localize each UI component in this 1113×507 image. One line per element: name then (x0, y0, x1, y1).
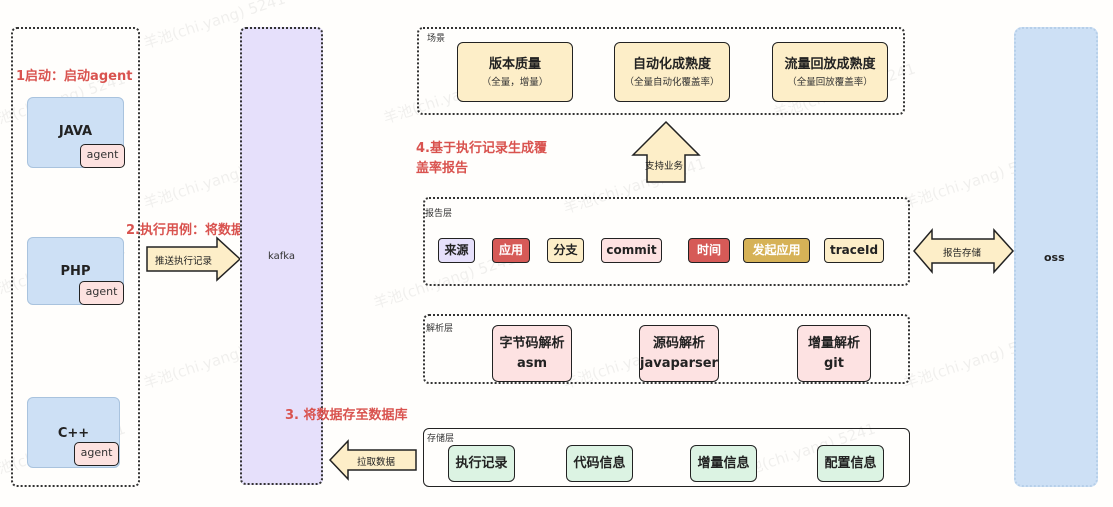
card-title: 自动化成熟度 (632, 56, 711, 72)
step-4-line1: 4.基于执行记录生成覆 (416, 141, 547, 156)
cpp-agent: agent (74, 442, 119, 466)
scene-card-version-quality: 版本质量 （全量，增量） (457, 42, 573, 102)
scene-layer-label: 场景 (427, 34, 446, 44)
support-arrow (631, 120, 701, 183)
oss-box (1014, 27, 1098, 487)
parse-card-source: 源码解析 javaparser (639, 325, 719, 382)
card-subtitle: git (824, 355, 844, 371)
report-storage-arrow-label: 报告存储 (943, 248, 982, 259)
report-tag-commit: commit (601, 238, 662, 263)
step-3-label: 3. 将数据存至数据库 (285, 408, 408, 423)
storage-layer-label: 存储层 (427, 434, 455, 444)
parse-layer-label: 解析层 (426, 324, 454, 334)
cpp-label: C++ (57, 426, 90, 441)
report-tag-branch: 分支 (547, 238, 584, 263)
report-layer: 报告层 (423, 197, 910, 286)
pull-arrow-label: 拉取数据 (357, 457, 396, 468)
java-box: JAVA agent (27, 97, 125, 168)
report-tag-application: 应用 (492, 238, 530, 263)
kafka-label: kafka (268, 251, 296, 262)
card-title: 代码信息 (573, 455, 626, 471)
storage-card-code-info: 代码信息 (566, 445, 633, 482)
card-subtitle: javaparser (640, 355, 718, 371)
php-label: PHP (60, 264, 91, 279)
kafka-box (240, 27, 323, 485)
parse-card-bytecode: 字节码解析 asm (492, 325, 572, 382)
card-title: 源码解析 (652, 335, 705, 351)
report-tag-time: 时间 (688, 238, 730, 263)
php-agent: agent (79, 281, 124, 305)
parse-layer: 解析层 (423, 314, 910, 384)
parse-card-incremental: 增量解析 git (797, 325, 871, 382)
card-title: 版本质量 (488, 56, 541, 72)
storage-card-exec-records: 执行记录 (448, 445, 515, 482)
report-storage-arrow (913, 227, 1015, 275)
card-title: 执行记录 (455, 455, 508, 471)
scene-card-automation-maturity: 自动化成熟度 （全量自动化覆盖率） (614, 42, 730, 102)
card-subtitle: （全量回放覆盖率） (787, 76, 873, 88)
report-tag-traceid: traceId (824, 238, 884, 263)
card-title: 配置信息 (824, 455, 877, 471)
storage-card-incremental-info: 增量信息 (690, 445, 757, 482)
card-title: 增量信息 (697, 455, 750, 471)
card-subtitle: （全量自动化覆盖率） (624, 76, 720, 88)
support-arrow-label: 支持业务 (645, 161, 684, 172)
card-title: 增量解析 (807, 335, 860, 351)
java-agent: agent (80, 144, 125, 168)
report-layer-label: 报告层 (425, 209, 453, 219)
step-1-label: 1启动：启动agent (16, 69, 133, 84)
oss-label: oss (1044, 251, 1065, 264)
php-box: PHP agent (27, 237, 124, 305)
card-subtitle: asm (516, 355, 548, 371)
client-container (11, 27, 140, 487)
step-4-label: 4.基于执行记录生成覆 盖率报告 (416, 139, 547, 179)
report-tag-initiating-app: 发起应用 (743, 238, 810, 263)
storage-layer: 存储层 (423, 428, 910, 487)
card-title: 流量回放成熟度 (784, 56, 876, 72)
step-4-line2: 盖率报告 (416, 161, 469, 176)
scene-layer: 场景 (417, 27, 905, 115)
card-title: 字节码解析 (499, 335, 565, 351)
push-arrow (146, 236, 242, 282)
push-arrow-label: 推送执行记录 (155, 256, 213, 267)
card-subtitle: （全量，增量） (481, 76, 549, 88)
java-label: JAVA (58, 124, 93, 139)
pull-arrow (328, 439, 417, 481)
report-tag-source: 来源 (438, 238, 475, 263)
storage-card-config-info: 配置信息 (817, 445, 884, 482)
scene-card-replay-maturity: 流量回放成熟度 （全量回放覆盖率） (772, 42, 888, 102)
cpp-box: C++ agent (27, 397, 120, 468)
